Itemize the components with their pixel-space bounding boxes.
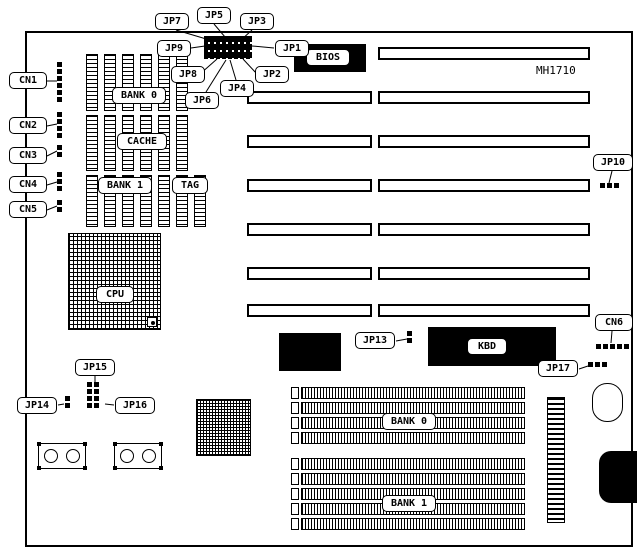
jp9-label: JP9 xyxy=(157,40,191,57)
isa-slot xyxy=(247,267,372,280)
isa-slot xyxy=(378,47,590,60)
simm-socket-pad xyxy=(291,503,299,515)
oscillator-pin xyxy=(83,442,87,446)
isa-slot xyxy=(247,135,372,148)
mounting-outline xyxy=(592,383,623,422)
part-number-text: MH1710 xyxy=(536,64,576,77)
simm-socket xyxy=(301,458,525,470)
jp10-jumper xyxy=(600,183,619,188)
cn3-header xyxy=(57,145,62,157)
oscillator-pad xyxy=(120,449,134,463)
memory-chip xyxy=(86,115,98,171)
jp17-jumper xyxy=(588,362,607,367)
jumper-header-block xyxy=(204,36,252,59)
tag-label: TAG xyxy=(172,177,208,194)
memory-chip xyxy=(176,115,188,171)
cn4-header xyxy=(57,172,62,191)
oscillator-pad xyxy=(66,449,80,463)
simm-socket-pad xyxy=(291,473,299,485)
jp13-label: JP13 xyxy=(355,332,395,349)
cn6-label: CN6 xyxy=(595,314,633,331)
simm-socket xyxy=(301,518,525,530)
cn5-label: CN5 xyxy=(9,201,47,218)
oscillator-pin xyxy=(37,466,41,470)
bank1-cache-label: BANK 1 xyxy=(98,177,152,194)
cn6-header xyxy=(596,344,629,349)
simm-socket-pad xyxy=(291,518,299,530)
simm-socket xyxy=(301,387,525,399)
bank0-ram-label: BANK 0 xyxy=(382,413,436,430)
simm-socket-pad xyxy=(291,458,299,470)
cn3-label: CN3 xyxy=(9,147,47,164)
jp15-jumper-block xyxy=(87,382,99,408)
jp2-label: JP2 xyxy=(255,66,289,83)
jp14-label: JP14 xyxy=(17,397,57,414)
oscillator-pin xyxy=(159,466,163,470)
cn1-header xyxy=(57,62,62,102)
cn2-header xyxy=(57,112,62,138)
bank0-cache-label: BANK 0 xyxy=(112,87,166,104)
jp7-label: JP7 xyxy=(155,13,189,30)
isa-slot xyxy=(247,179,372,192)
cn1-label: CN1 xyxy=(9,72,47,89)
cn4-label: CN4 xyxy=(9,176,47,193)
simm-socket-pad xyxy=(291,387,299,399)
isa-slot xyxy=(247,223,372,236)
cn2-label: CN2 xyxy=(9,117,47,134)
isa-slot xyxy=(378,223,590,236)
isa-slot xyxy=(378,267,590,280)
oscillator-pin xyxy=(83,466,87,470)
oscillator-pad xyxy=(44,449,58,463)
jp17-label: JP17 xyxy=(538,360,578,377)
simm-socket-pad xyxy=(291,432,299,444)
jp6-label: JP6 xyxy=(185,92,219,109)
simm-socket xyxy=(301,473,525,485)
keyboard-din-connector xyxy=(599,451,637,503)
power-connector xyxy=(547,397,565,523)
controller-chip xyxy=(279,333,341,371)
oscillator-pin xyxy=(113,466,117,470)
simm-socket-pad xyxy=(291,402,299,414)
oscillator-pin xyxy=(37,442,41,446)
oscillator xyxy=(113,442,163,470)
simm-socket-pad xyxy=(291,488,299,500)
jp14-jumper xyxy=(65,396,70,408)
isa-slot xyxy=(378,179,590,192)
oscillator-pin xyxy=(113,442,117,446)
jp3-label: JP3 xyxy=(240,13,274,30)
jp16-label: JP16 xyxy=(115,397,155,414)
kbd-label: KBD xyxy=(467,338,507,355)
cache-label: CACHE xyxy=(117,133,167,150)
cpu-pin1-mark xyxy=(147,317,157,327)
memory-chip xyxy=(86,54,98,111)
jp8-label: JP8 xyxy=(171,66,205,83)
isa-slot xyxy=(378,304,590,317)
cpu-label: CPU xyxy=(96,286,134,303)
bank1-ram-label: BANK 1 xyxy=(382,495,436,512)
cn5-header xyxy=(57,200,62,212)
qfp-chip xyxy=(196,399,251,456)
jp15-label: JP15 xyxy=(75,359,115,376)
memory-chip xyxy=(158,175,170,227)
oscillator-pin xyxy=(159,442,163,446)
jp4-label: JP4 xyxy=(220,80,254,97)
jp10-label: JP10 xyxy=(593,154,633,171)
simm-socket xyxy=(301,432,525,444)
isa-slot xyxy=(378,135,590,148)
jp13-jumper xyxy=(407,331,412,343)
simm-socket-pad xyxy=(291,417,299,429)
oscillator-pad xyxy=(142,449,156,463)
bios-label: BIOS xyxy=(306,49,350,66)
cpu-chip xyxy=(68,233,161,330)
memory-chip xyxy=(104,115,116,171)
jp1-label: JP1 xyxy=(275,40,309,57)
isa-slot xyxy=(378,91,590,104)
memory-chip xyxy=(86,175,98,227)
jp5-label: JP5 xyxy=(197,7,231,24)
isa-slot xyxy=(247,91,372,104)
isa-slot xyxy=(247,304,372,317)
oscillator xyxy=(37,442,87,470)
